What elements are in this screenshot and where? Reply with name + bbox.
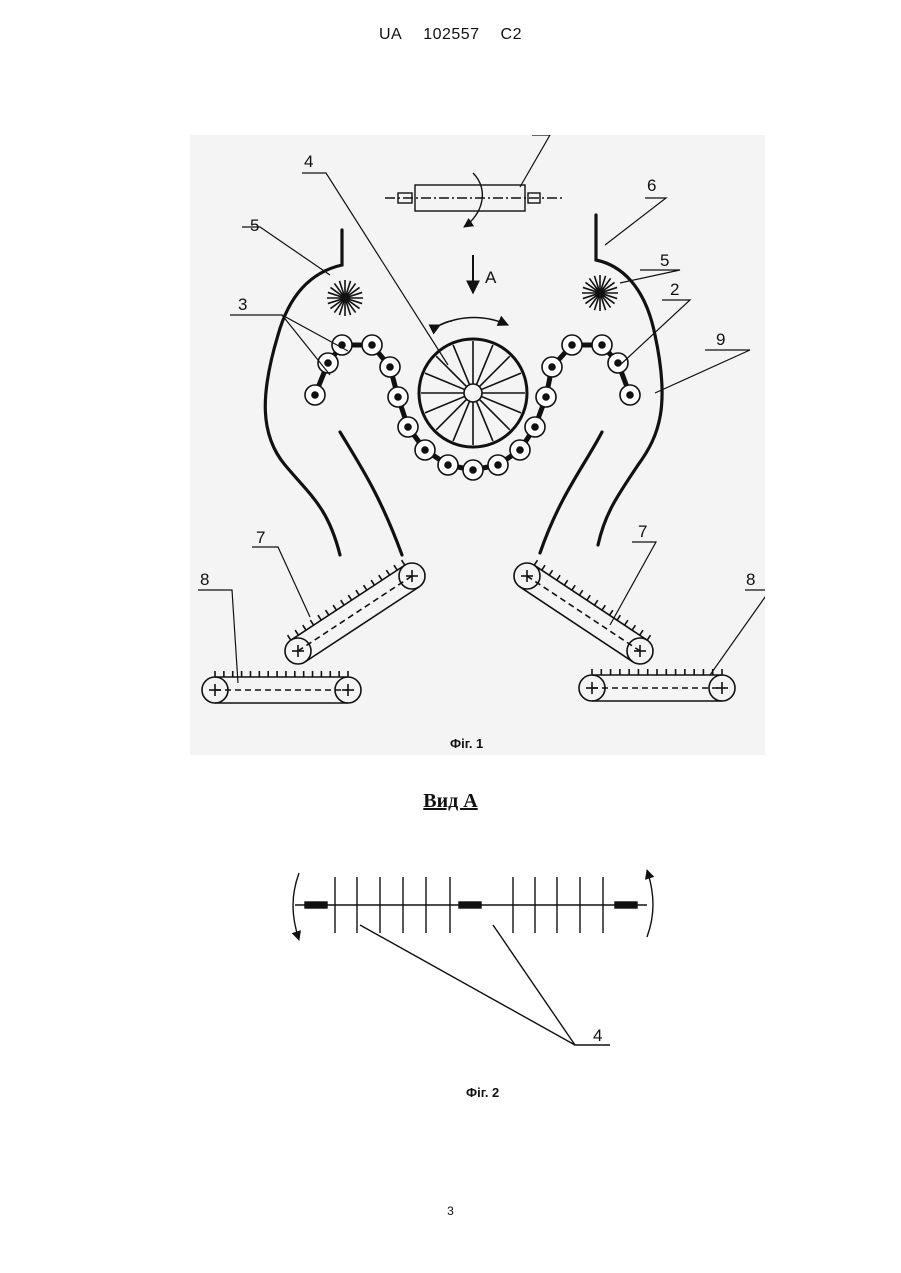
brush-5-right <box>582 275 618 311</box>
figure-2-label-4: 4 <box>593 1026 602 1045</box>
patent-number: 102557 <box>423 26 479 43</box>
drum-4 <box>419 318 527 448</box>
kind-code: C2 <box>501 26 522 43</box>
housing-9 <box>265 215 662 555</box>
figure-1-drawing: 1 4 A 5 6 5 3 2 9 7 7 8 8 <box>190 135 765 755</box>
figure-2-caption: Фіг. 2 <box>466 1085 499 1100</box>
label-view-a: A <box>485 268 497 287</box>
figure-1-caption: Фіг. 1 <box>450 736 483 751</box>
brush-5-left <box>327 280 363 316</box>
label-7-left: 7 <box>256 528 265 547</box>
label-5-left: 5 <box>250 216 259 235</box>
roller-1 <box>385 173 562 227</box>
label-4: 4 <box>304 152 313 171</box>
label-9: 9 <box>716 330 725 349</box>
figure-2-drawing: 4 <box>285 865 665 1055</box>
label-8-left: 8 <box>200 570 209 589</box>
patent-header: UA 102557 C2 <box>0 26 901 44</box>
country-code: UA <box>379 26 402 43</box>
conveyors <box>202 560 735 703</box>
label-7-right: 7 <box>638 522 647 541</box>
view-a-title: Вид А <box>0 790 901 813</box>
label-2: 2 <box>670 280 679 299</box>
page-number: 3 <box>0 1204 901 1218</box>
figure-1: 1 4 A 5 6 5 3 2 9 7 7 8 8 <box>190 135 765 755</box>
leader-lines <box>198 135 765 683</box>
label-5-right: 5 <box>660 251 669 270</box>
label-6: 6 <box>647 176 656 195</box>
label-8-right: 8 <box>746 570 755 589</box>
label-3: 3 <box>238 295 247 314</box>
